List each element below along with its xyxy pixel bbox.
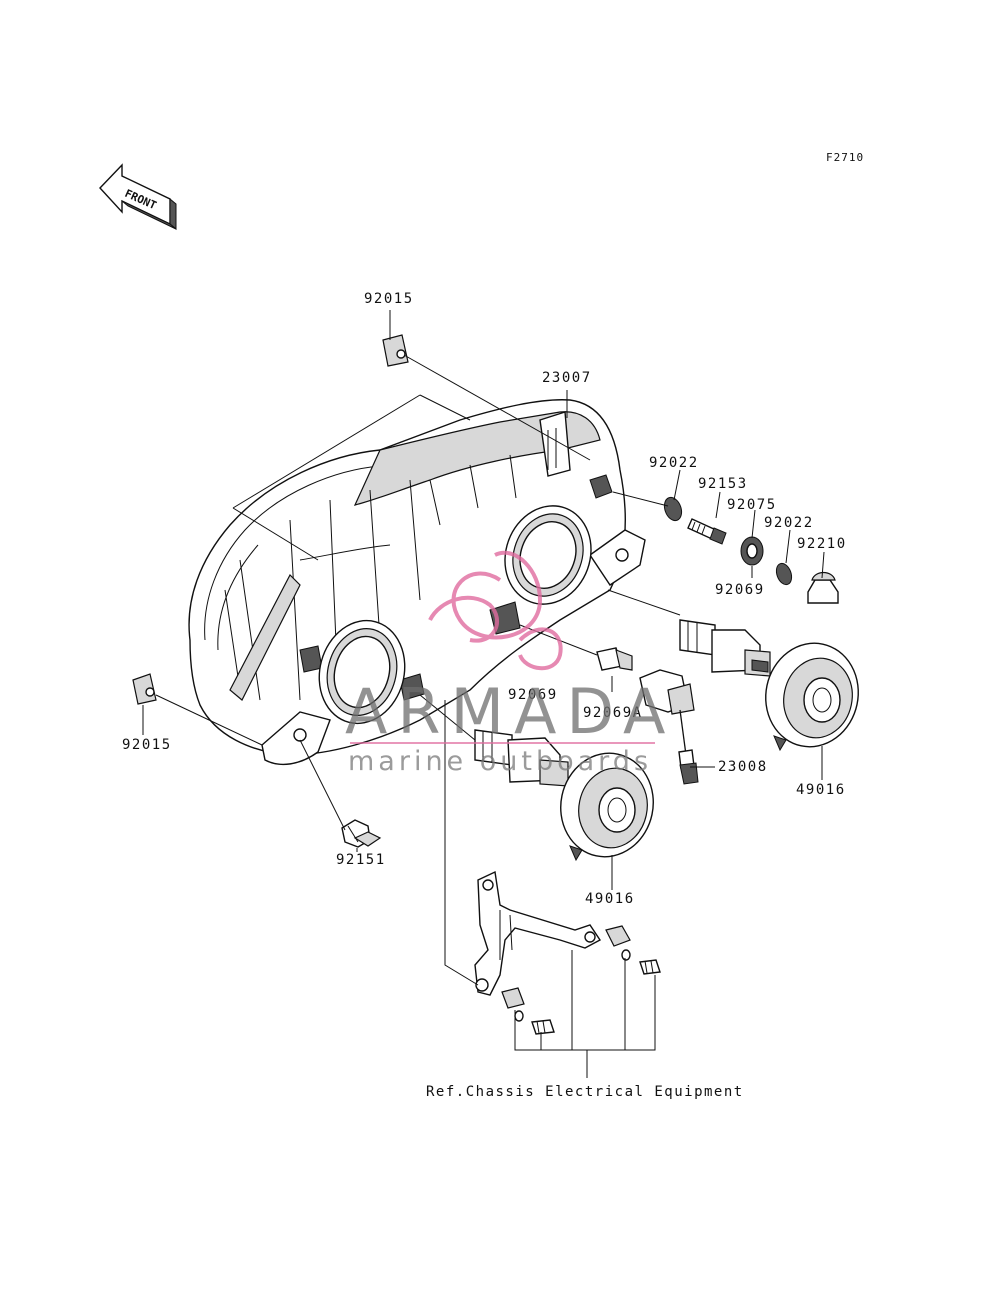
label-92015-top: 92015: [364, 291, 414, 307]
headlight-housing: [188, 399, 646, 766]
watermark-logo: ARMADA marine outboards: [345, 550, 675, 777]
lower-reflector: [318, 619, 406, 725]
armada-logo-icon: [428, 550, 563, 671]
mounting-bracket: [474, 870, 602, 996]
label-92069-right: 92069: [715, 582, 765, 598]
washer-92022-b: [775, 562, 793, 586]
bulb-92069-lower: [474, 729, 569, 787]
leader-lines: [142, 310, 825, 1078]
socket-23008: [639, 669, 699, 785]
figure-code: F2710: [826, 151, 864, 164]
bulb-92069A: [596, 647, 633, 671]
label-49016-bottom: 49016: [585, 891, 635, 907]
washer-92022-a: [663, 496, 683, 522]
clip-nut-92015-left: [132, 673, 157, 705]
grommet-upper: [605, 925, 631, 947]
label-92210: 92210: [797, 536, 847, 552]
front-arrow-icon: FRONT: [99, 163, 177, 231]
label-92075: 92075: [727, 497, 777, 513]
label-92069-mid: 92069: [508, 687, 558, 703]
bolt-92151: [341, 819, 382, 848]
label-92015-left: 92015: [122, 737, 172, 753]
label-23008: 23008: [718, 759, 768, 775]
washer-small-lower: [514, 1010, 524, 1022]
label-92022-a: 92022: [649, 455, 699, 471]
washer-small: [621, 949, 631, 961]
cap-nut-92210: [807, 571, 839, 604]
clip-nut-92015-top: [382, 334, 409, 367]
bolt-92153: [687, 518, 727, 545]
label-92151: 92151: [336, 852, 386, 868]
dust-cover-49016-bottom: [560, 752, 654, 862]
screw-right: [639, 959, 661, 975]
label-92069A: 92069A: [583, 705, 643, 721]
label-92153: 92153: [698, 476, 748, 492]
watermark-brand: ARMADA: [345, 675, 675, 748]
screw-left: [531, 1019, 555, 1035]
label-23007: 23007: [542, 370, 592, 386]
grommet-lower: [501, 987, 525, 1009]
dust-cover-49016-right: [765, 642, 859, 752]
bulb-92069-upper: [679, 619, 771, 677]
part-labels: 92015 23007 92022 92153 92075 92022 9221…: [122, 291, 847, 907]
watermark-tagline: marine outboards: [348, 746, 652, 777]
label-49016-right: 49016: [796, 782, 846, 798]
grommet-92075: [740, 536, 764, 566]
label-92022-b: 92022: [764, 515, 814, 531]
reference-note: Ref.Chassis Electrical Equipment: [426, 1084, 744, 1100]
